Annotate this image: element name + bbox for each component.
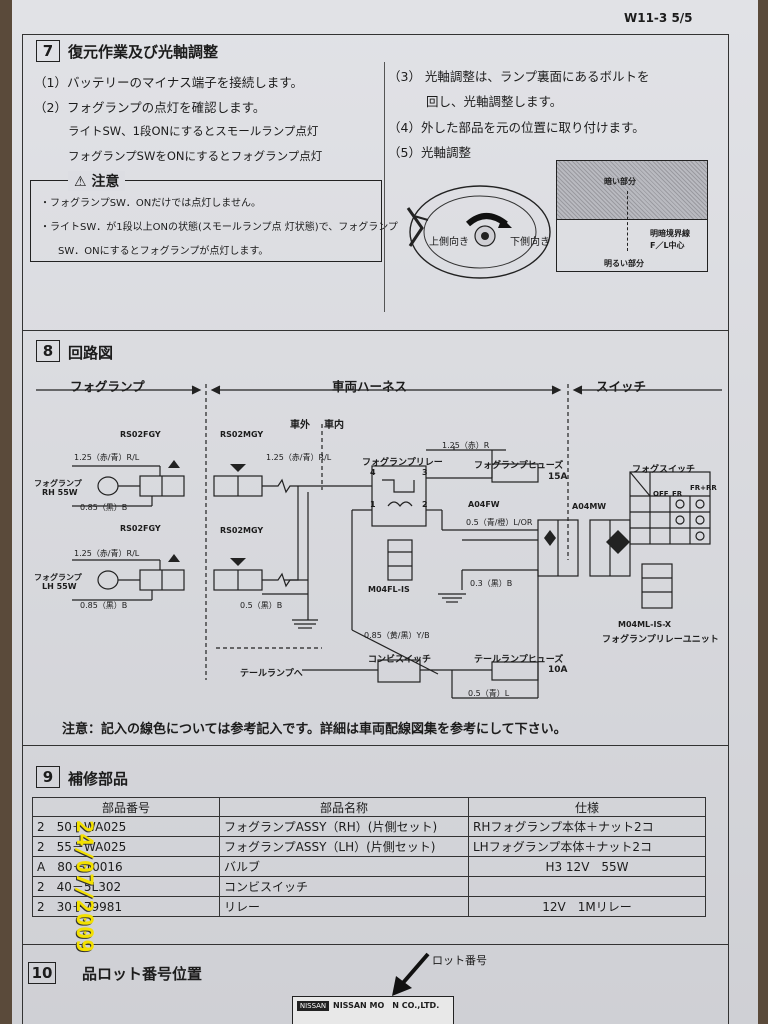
combi-switch-label: コンビスイッチ bbox=[368, 655, 432, 665]
fuse2-label: テールランプヒューズ bbox=[474, 655, 564, 665]
aim-screen bbox=[556, 160, 708, 272]
conn-rs02fgy-b: RS02FGY bbox=[120, 524, 161, 533]
wire-6: 1.25（赤）R bbox=[442, 441, 490, 450]
table-row: 2 55－WA025 フォグランプASSY（LH）(片側セット) LHフォグラン… bbox=[32, 836, 706, 857]
step-3: （3） 光軸調整は、ランプ裏面にあるボルトを bbox=[388, 69, 650, 84]
wire-4: 0.85（黒）B bbox=[80, 601, 128, 610]
section-10-title: 品ロット番号位置 bbox=[82, 965, 203, 983]
center-label: F／L中心 bbox=[650, 241, 685, 250]
caution-line-3: SW．ONにするとフォグランプが点灯します。 bbox=[58, 246, 269, 257]
nameplate-brand: NISSAN bbox=[297, 1001, 329, 1011]
wire-10: 0.85（黄/黒）Y/B bbox=[364, 631, 430, 640]
col-part-name: 部品名称 bbox=[219, 797, 469, 817]
wire-7: 0.5（青/橙）L/OR bbox=[466, 518, 533, 527]
caution-heading: ⚠ 注意 bbox=[68, 171, 126, 191]
circuit-diagram bbox=[36, 384, 722, 699]
relay-pin-4: 4 bbox=[370, 468, 376, 477]
section-8-number: 8 bbox=[36, 340, 60, 362]
step-3-cont: 回し、光軸調整します。 bbox=[426, 94, 563, 109]
nameplate-text: NISSAN MO N CO.,LTD. bbox=[333, 1001, 440, 1010]
lot-number-label: ロット番号 bbox=[432, 954, 487, 967]
relay-pin-1: 1 bbox=[370, 500, 376, 509]
nameplate: NISSAN NISSAN MO N CO.,LTD. bbox=[292, 996, 454, 1024]
column-divider bbox=[384, 62, 385, 312]
table-row: 2 30－79981 リレー 12V 1Mリレー bbox=[32, 896, 706, 917]
section-9-number: 9 bbox=[36, 766, 60, 788]
circuit-note: 注意：記入の線色については参考記入です。詳細は車両配線図集を参考にして下さい。 bbox=[62, 722, 567, 737]
photo-timestamp: 24/07/2009 bbox=[71, 820, 96, 953]
step-4: （4）外した部品を元の位置に取り付けます。 bbox=[388, 120, 645, 135]
section-7-title: 復元作業及び光軸調整 bbox=[68, 43, 219, 61]
bright-area-label: 明るい部分 bbox=[604, 259, 644, 268]
relay-unit-label: フォグランプリレーユニット bbox=[602, 635, 719, 645]
conn-a04fw: A04FW bbox=[468, 500, 500, 509]
wire-8: 0.3（黒）B bbox=[470, 579, 513, 588]
step-1: （1）バッテリーのマイナス端子を接続します。 bbox=[34, 75, 303, 90]
relay-pin-3: 3 bbox=[422, 468, 428, 477]
table-row: 2 40－5L302 コンビスイッチ bbox=[32, 876, 706, 897]
caution-box bbox=[30, 180, 382, 262]
lamp-up-label: 上側向き bbox=[429, 237, 469, 248]
conn-rs02mgy-a: RS02MGY bbox=[220, 430, 264, 439]
lamp-adjust-illustration bbox=[406, 185, 551, 279]
section-9-title: 補修部品 bbox=[68, 770, 129, 788]
sw-col-fr: FR bbox=[672, 490, 683, 498]
parts-table: 部品番号 部品名称 仕様 2 50－WA025 フォグランプASSY（RH）(片… bbox=[32, 797, 706, 917]
col-part-number: 部品番号 bbox=[32, 797, 220, 817]
fuse1-label: フォグランプヒューズ bbox=[474, 461, 564, 471]
document-page: W11-3 5/5 7 復元作業及び光軸調整 （1）バッテリーのマイナス端子を接… bbox=[12, 0, 758, 1024]
relay-label: フォグランプリレー bbox=[362, 458, 443, 468]
wire-11: 0.5（青）L bbox=[468, 689, 510, 698]
fuse1-amp: 15A bbox=[548, 472, 568, 482]
conn-m04ml: M04ML-IS-X bbox=[618, 620, 672, 629]
step-5: （5）光軸調整 bbox=[388, 145, 471, 160]
lamp-rh-name: フォグランプ bbox=[34, 479, 82, 488]
sw-col-off: OFF bbox=[653, 490, 669, 498]
wire-3: 1.25（赤/青）R/L bbox=[74, 549, 140, 558]
table-row: 2 50－WA025 フォグランプASSY（RH）(片側セット) RHフォグラン… bbox=[32, 816, 706, 837]
fog-switch-label: フォグスイッチ bbox=[632, 465, 696, 475]
lot-arrow-icon bbox=[392, 952, 430, 996]
document-frame bbox=[22, 34, 729, 1024]
conn-m04fl: M04FL-IS bbox=[368, 585, 410, 594]
col-spec: 仕様 bbox=[468, 797, 706, 817]
boundary-label: 明暗境界線 bbox=[650, 229, 690, 238]
section-10-number: 10 bbox=[28, 962, 56, 984]
conn-a04mw: A04MW bbox=[572, 502, 607, 511]
sw-col-frrr: FR+RR bbox=[690, 484, 717, 492]
wire-9: 0.5（黒）B bbox=[240, 601, 283, 610]
tail-lamp-label: テールランプへ bbox=[240, 669, 303, 679]
section-8-title: 回路図 bbox=[68, 344, 114, 362]
document-id: W11-3 5/5 bbox=[624, 11, 693, 25]
zone-inside: 車内 bbox=[324, 420, 344, 431]
step-2: （2）フォグランプの点灯を確認します。 bbox=[34, 100, 266, 115]
wire-1: 1.25（赤/青）R/L bbox=[74, 453, 140, 462]
wire-2: 0.85（黒）B bbox=[80, 503, 128, 512]
warning-icon: ⚠ bbox=[74, 174, 87, 190]
step-2-detail-b: フォグランプSWをONにするとフォグランプ点灯 bbox=[68, 149, 323, 163]
relay-pin-2: 2 bbox=[422, 500, 428, 509]
caution-line-2: ・ライトSW．が1段以上ONの状態(スモールランプ点 灯状態)で、フォグランプ bbox=[40, 222, 398, 233]
dark-area bbox=[557, 161, 707, 219]
wire-5: 1.25（赤/青）R/L bbox=[266, 453, 332, 462]
conn-rs02mgy-b: RS02MGY bbox=[220, 526, 264, 535]
lamp-lh-spec: LH 55W bbox=[42, 582, 77, 591]
fuse2-amp: 10A bbox=[548, 665, 568, 675]
section-7-number: 7 bbox=[36, 40, 60, 62]
caution-line-1: ・フォグランプSW．ONだけでは点灯しません。 bbox=[40, 198, 261, 209]
zone-outside: 車外 bbox=[290, 420, 310, 431]
lamp-down-label: 下側向き bbox=[510, 237, 550, 248]
table-row: A 80－10016 バルブ H3 12V 55W bbox=[32, 856, 706, 877]
step-2-detail-a: ライトSW、1段ONにするとスモールランプ点灯 bbox=[68, 124, 319, 138]
lamp-lh-name: フォグランプ bbox=[34, 573, 82, 582]
lamp-rh-spec: RH 55W bbox=[42, 488, 78, 497]
dark-area-label: 暗い部分 bbox=[604, 177, 636, 186]
conn-rs02fgy-a: RS02FGY bbox=[120, 430, 161, 439]
